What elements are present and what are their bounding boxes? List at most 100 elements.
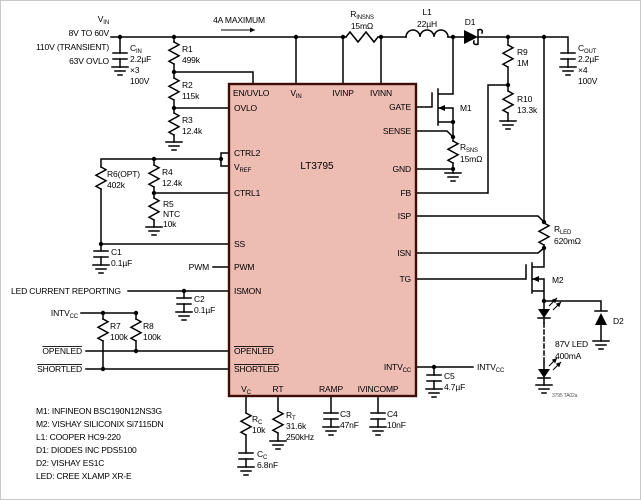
l1-value: 22µH	[417, 19, 437, 29]
ic-pin-ivinn: IVINN	[370, 88, 392, 98]
resistor-r2-symbol	[168, 77, 180, 101]
vin-label: VIN	[98, 14, 109, 26]
ic-pin-vref: VREF	[234, 162, 252, 174]
ic-pin-ivinp: IVINP	[332, 88, 354, 98]
cin-mult: ×3	[130, 65, 140, 75]
d1-ref: D1	[465, 17, 476, 27]
r7-value: 100k	[110, 332, 129, 342]
ground-icon	[111, 66, 129, 76]
ic-pin-sense: SENSE	[383, 126, 412, 136]
ground-icon	[559, 66, 577, 76]
c4-ref: C4	[387, 409, 398, 419]
d2-ref: D2	[613, 316, 624, 326]
ic-pin-isn: ISN	[397, 248, 411, 258]
ground-icon	[237, 466, 255, 476]
rt-freq: 250kHz	[286, 432, 314, 442]
ground-icon	[592, 340, 610, 350]
ic-pin-ctrl2: CTRL2	[234, 148, 261, 158]
resistor-r6-symbol	[95, 166, 107, 190]
resistor-r7-symbol	[97, 318, 109, 342]
ic-pin-gate: GATE	[389, 102, 411, 112]
led-symbol-bottom	[537, 368, 551, 379]
rled-value: 620mΩ	[554, 236, 581, 246]
resistor-r5-symbol	[148, 197, 160, 221]
r2-ref: R2	[182, 80, 193, 90]
r2-value: 115k	[182, 91, 200, 101]
intvcc-right-label: INTVCC	[477, 362, 505, 374]
led-current-reporting-label: LED CURRENT REPORTING	[11, 286, 121, 296]
rinsns-ref: RINSNS	[350, 9, 374, 21]
r8-value: 100k	[143, 332, 162, 342]
note-l1: L1: COOPER HC9-220	[36, 432, 121, 442]
m1-ref: M1	[460, 103, 472, 113]
r5-ref: R5	[163, 199, 174, 209]
ic-pin-ovlo: OVLO	[234, 103, 258, 113]
note-m2: M2: VISHAY SILICONIX Si7115DN	[36, 419, 163, 429]
c2-value: 0.1µF	[194, 305, 215, 315]
capacitor-c3-symbol	[323, 412, 339, 420]
r6-ref: R6(OPT)	[107, 169, 140, 179]
ground-icon	[145, 226, 163, 236]
resistor-rsns-symbol	[447, 140, 459, 164]
ground-icon	[322, 426, 340, 436]
resistor-r10-symbol	[502, 90, 514, 114]
rsns-value: 15mΩ	[460, 154, 482, 164]
vin-range-line2: 110V (TRANSIENT)	[36, 42, 109, 52]
led-string-spec-line2: 400mA	[555, 351, 582, 361]
note-m1: M1: INFINEON BSC190N12NS3G	[36, 406, 162, 416]
cc-value: 6.8nF	[257, 460, 278, 470]
ic-pin-vin: VIN	[290, 88, 301, 100]
r10-value: 13.3k	[517, 105, 538, 115]
ground-icon	[92, 264, 110, 274]
doc-code: 3795 TA02a	[552, 393, 578, 399]
resistor-rinsns-symbol	[345, 31, 379, 43]
m2-ref: M2	[552, 275, 564, 285]
c1-value: 0.1µF	[111, 258, 132, 268]
c3-ref: C3	[340, 409, 351, 419]
ic-pin-ramp: RAMP	[319, 384, 343, 394]
ic-pin-shortled: SHORTLED	[234, 364, 279, 374]
openled-signal-label: OPENLED	[42, 346, 82, 356]
c3-value: 47nF	[340, 420, 359, 430]
rt-value: 31.6k	[286, 421, 307, 431]
ground-icon	[535, 384, 553, 394]
shortled-signal-label: SHORTLED	[37, 364, 82, 374]
diode-d2-symbol	[595, 313, 607, 325]
c1-ref: C1	[111, 247, 122, 257]
current-note-label: 4A MAXIMUM	[213, 15, 265, 25]
component-labels: CIN 2.2µF ×3 100V R1 499k R2 115k R3 12.…	[107, 7, 624, 470]
resistor-r1-symbol	[168, 41, 180, 65]
ic-pin-ss: SS	[234, 239, 246, 249]
note-d2: D2: VISHAY ES1C	[36, 458, 104, 468]
ground-icon	[369, 426, 387, 436]
intvcc-left-label: INTVCC	[51, 308, 79, 320]
cin-value: 2.2µF	[130, 54, 151, 64]
ic-part-number: LT3795	[300, 161, 334, 172]
r9-ref: R9	[517, 47, 528, 57]
ground-icon	[175, 311, 193, 321]
capacitor-c5-symbol	[426, 374, 442, 382]
capacitor-cin-symbol	[112, 52, 128, 60]
c4-value: 10nF	[387, 420, 406, 430]
r1-value: 499k	[182, 55, 201, 65]
led-symbol-top	[537, 308, 551, 319]
ground-icon	[425, 388, 443, 398]
cc-ref: CC	[257, 449, 268, 461]
ic-pin-en-uvlo: EN/UVLO	[233, 88, 270, 98]
c5-ref: C5	[444, 371, 455, 381]
cout-mult: ×4	[578, 65, 588, 75]
bom-notes: M1: INFINEON BSC190N12NS3G M2: VISHAY SI…	[36, 406, 164, 481]
r4-value: 12.4k	[162, 178, 183, 188]
cin-ref: CIN	[130, 43, 142, 55]
resistor-r4-symbol	[148, 164, 160, 188]
ic-pin-vc: VC	[241, 384, 252, 396]
capacitor-cc-symbol	[238, 452, 254, 460]
rt-ref: RT	[286, 410, 296, 422]
resistor-r8-symbol	[130, 318, 142, 342]
l1-ref: L1	[422, 7, 432, 17]
resistor-r9-symbol	[502, 44, 514, 68]
resistor-rt-symbol	[272, 410, 284, 434]
vin-range-line1: 8V TO 60V	[69, 28, 110, 38]
r10-ref: R10	[517, 94, 533, 104]
